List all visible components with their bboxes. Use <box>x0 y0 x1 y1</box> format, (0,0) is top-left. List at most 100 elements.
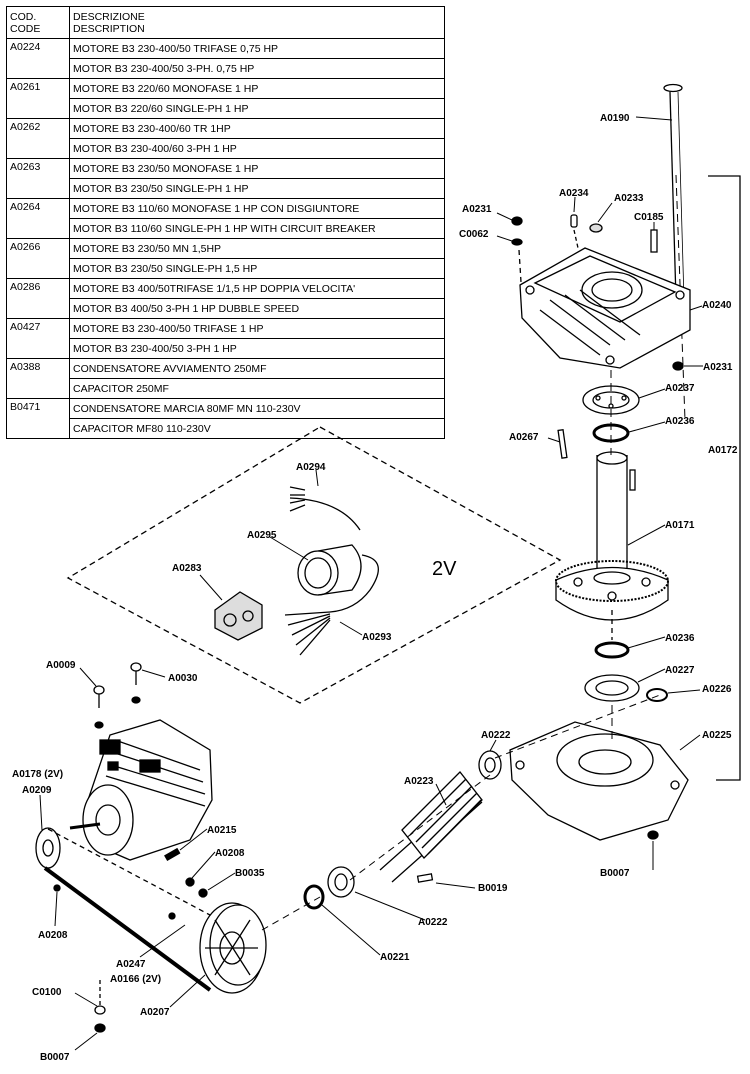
callout-label-a0233: A0233 <box>614 193 644 204</box>
description-header-it: DESCRIZIONE <box>73 10 145 23</box>
callout-label-a0247: A0247 <box>116 959 146 970</box>
callout-label-a0009: A0009 <box>46 660 76 671</box>
connector-a0283 <box>214 591 263 641</box>
code-header-en: CODE <box>10 22 41 35</box>
small-hardware-top <box>511 214 684 371</box>
leader-lines <box>39 116 703 1051</box>
description-en: MOTOR B3 400/50 3-PH 1 HP DUBBLE SPEED <box>69 298 445 319</box>
wire-bundle-a0293 <box>284 611 331 656</box>
long-bolt-a0190 <box>663 83 686 421</box>
description-it: MOTORE B3 220/60 MONOFASE 1 HP <box>69 78 445 99</box>
callout-label-a0222a: A0222 <box>481 730 511 741</box>
callout-label-a0178: A0178 (2V) <box>12 769 63 780</box>
callout-label-a0172: A0172 <box>708 445 738 456</box>
callout-label-a0166: A0166 (2V) <box>110 974 161 985</box>
seal-a0221 <box>303 884 325 910</box>
oring-a0226 <box>646 688 668 702</box>
bearing-a0222-upper <box>478 750 502 780</box>
callout-label-a0215: A0215 <box>207 825 237 836</box>
callout-label-a0222b: A0222 <box>418 917 448 928</box>
callout-label-a0283: A0283 <box>172 563 202 574</box>
capacitor-a0295 <box>289 497 379 613</box>
callout-label-a0227: A0227 <box>665 665 695 676</box>
description-it: MOTORE B3 230-400/50 TRIFASE 0,75 HP <box>69 38 445 59</box>
callout-label-a0295: A0295 <box>247 530 277 541</box>
callout-label-a0171: A0171 <box>665 520 695 531</box>
code-header: COD.CODE <box>6 6 70 39</box>
top-housing-a0240 <box>519 247 691 369</box>
table-row: MOTOR B3 230/50 SINGLE-PH 1,5 HP <box>7 258 445 279</box>
table-row: MOTOR B3 230-400/50 3-PH 1 HP <box>7 338 445 359</box>
worm-shaft-a0223 <box>379 771 483 883</box>
small-hardware-bottom <box>53 847 208 1033</box>
callout-label-c0100: C0100 <box>32 987 62 998</box>
description-it: MOTORE B3 230-400/60 TR 1HP <box>69 118 445 139</box>
part-code: A0266 <box>6 238 70 279</box>
large-pulley-a0207 <box>199 902 267 994</box>
callout-label-a0240: A0240 <box>702 300 732 311</box>
callout-label-a0225: A0225 <box>702 730 732 741</box>
motor-body <box>69 719 213 861</box>
motor-screws <box>93 662 142 729</box>
description-en: MOTOR B3 230-400/50 3-PH 1 HP <box>69 338 445 359</box>
table-row: MOTOR B3 400/50 3-PH 1 HP DUBBLE SPEED <box>7 298 445 319</box>
part-code: A0263 <box>6 158 70 199</box>
part-code: A0224 <box>6 38 70 79</box>
drive-axis <box>261 896 321 931</box>
2v-group-outline <box>66 426 562 704</box>
shaft-gear-a0171 <box>555 428 669 640</box>
callout-label-a0231b: A0231 <box>703 362 733 373</box>
2v-group-label: 2V <box>432 558 457 580</box>
callout-label-a0267: A0267 <box>509 432 539 443</box>
bottom-housing-a0225 <box>509 721 689 841</box>
callout-label-b0007a: B0007 <box>600 868 630 879</box>
callout-label-a0221: A0221 <box>380 952 410 963</box>
callout-label-a0190: A0190 <box>600 113 630 124</box>
callout-label-a0236a: A0236 <box>665 416 695 427</box>
description-it: MOTORE B3 400/50TRIFASE 1/1,5 HP DOPPIA … <box>69 278 445 299</box>
description-header-en: DESCRIPTION <box>73 22 145 35</box>
description-en: MOTOR B3 230/50 SINGLE-PH 1,5 HP <box>69 258 445 279</box>
wire-bundle-a0294 <box>289 486 306 512</box>
callout-label-c0185: C0185 <box>634 212 664 223</box>
part-code: A0264 <box>6 198 70 239</box>
callout-label-a0234: A0234 <box>559 188 589 199</box>
callout-label-a0294: A0294 <box>296 462 326 473</box>
table-row: CAPACITOR MF80 110-230V <box>7 418 445 439</box>
callout-label-a0231a: A0231 <box>462 204 492 215</box>
table-row: MOTOR B3 230-400/60 3-PH 1 HP <box>7 138 445 159</box>
callout-label-a0236b: A0236 <box>665 633 695 644</box>
belt-a0247 <box>43 828 212 992</box>
code-header-it: COD. <box>10 10 37 23</box>
description-it: CONDENSATORE MARCIA 80MF MN 110-230V <box>69 398 445 419</box>
callout-label-a0226: A0226 <box>702 684 732 695</box>
bearing-a0227 <box>584 674 640 702</box>
part-code: A0261 <box>6 78 70 119</box>
bearing-a0222-lower <box>327 866 355 898</box>
callout-label-a0293: A0293 <box>362 632 392 643</box>
description-en: CAPACITOR MF80 110-230V <box>69 418 445 439</box>
callout-label-a0208a: A0208 <box>215 848 245 859</box>
callout-label-a0030: A0030 <box>168 673 198 684</box>
part-code: B0471 <box>6 398 70 439</box>
callout-label-b0007b: B0007 <box>40 1052 70 1063</box>
description-en: MOTOR B3 230-400/60 3-PH 1 HP <box>69 138 445 159</box>
callout-label-b0035: B0035 <box>235 868 265 879</box>
assembly-bracket-a0172 <box>708 175 741 781</box>
callout-label-a0207: A0207 <box>140 1007 170 1018</box>
ring-a0236-bottom <box>594 641 630 659</box>
callout-label-a0209: A0209 <box>22 785 52 796</box>
callout-label-a0208b: A0208 <box>38 930 68 941</box>
callout-label-b0019: B0019 <box>478 883 508 894</box>
